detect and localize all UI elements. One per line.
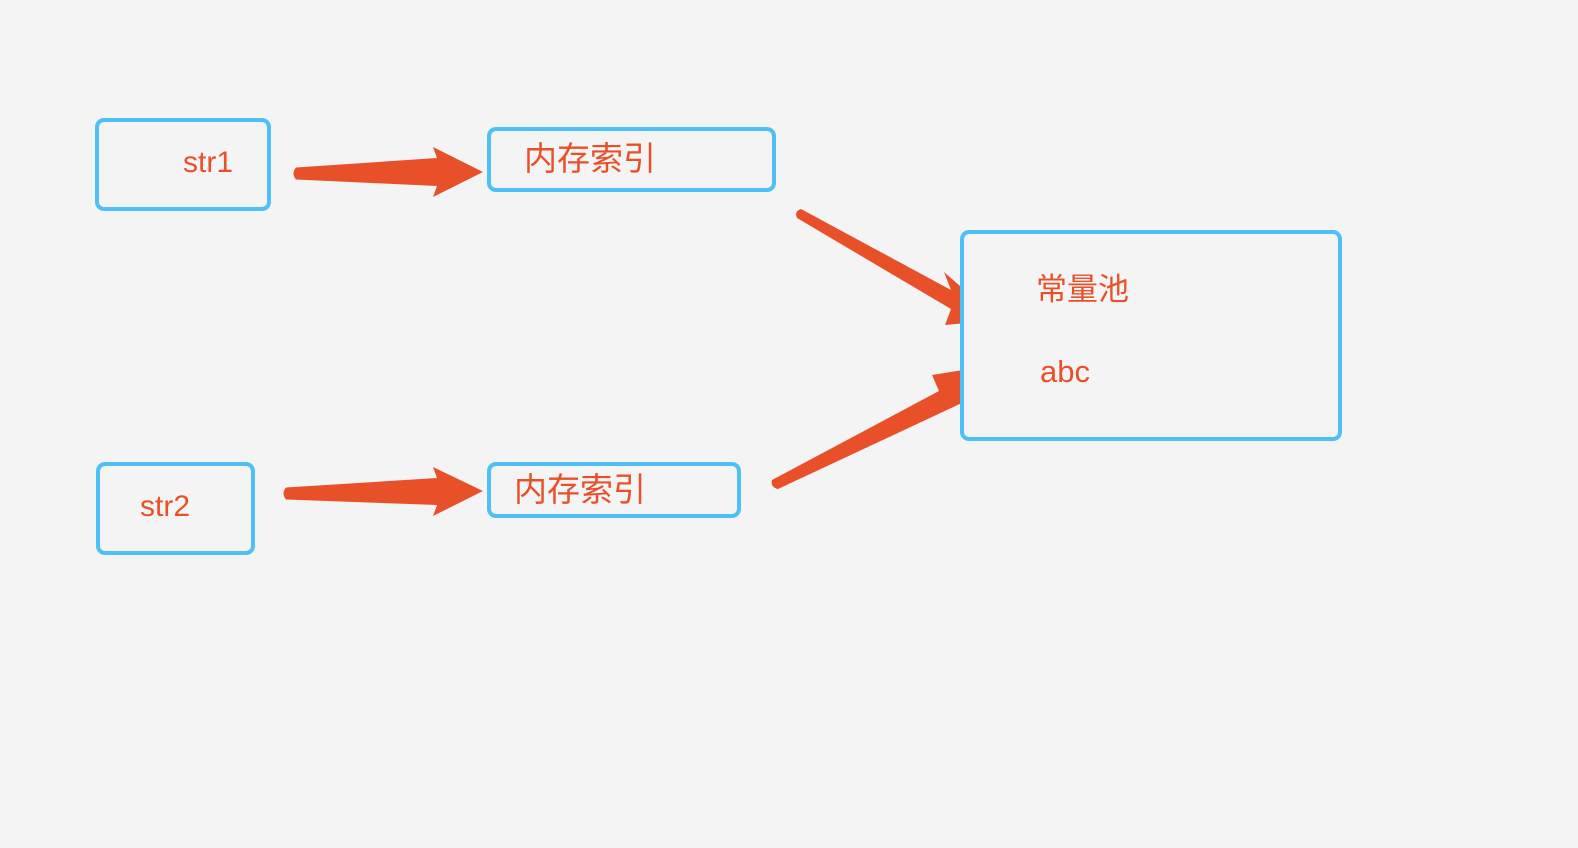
- node-str2[interactable]: [96, 462, 255, 555]
- node-constant-pool-title: 常量池: [1036, 272, 1129, 307]
- arrow-str1-to-index1: [293, 147, 483, 197]
- node-str1[interactable]: [95, 118, 271, 211]
- arrow-str2-to-index2: [283, 467, 483, 516]
- arrow-index2-to-pool: [771, 366, 988, 489]
- node-memory-index-1-label: 内存索引: [524, 140, 656, 177]
- node-memory-index-2[interactable]: [487, 462, 741, 518]
- node-memory-index-1[interactable]: [487, 127, 776, 192]
- node-constant-pool-value: abc: [1040, 354, 1090, 389]
- node-str1-label: str1: [183, 146, 234, 179]
- node-constant-pool[interactable]: [960, 230, 1342, 441]
- node-memory-index-2-label: 内存索引: [514, 471, 646, 508]
- node-str2-label: str2: [140, 490, 191, 523]
